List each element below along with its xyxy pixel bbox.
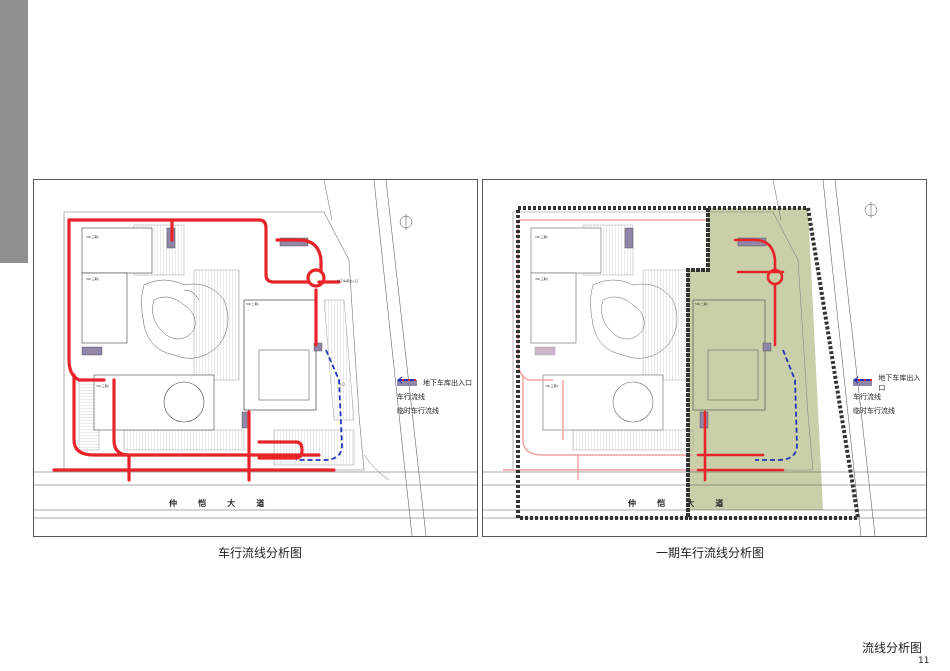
site-plan-vehicle-flow: 2#(三期) 3#(三期) 5#(二期) 1#(三期) 地下车库出入口 入口 仲… — [33, 179, 478, 537]
temporary-line-swatch — [853, 376, 872, 384]
legend-item-temporary: 临时车行流线 — [397, 376, 472, 418]
side-accent-bar — [0, 0, 28, 263]
svg-text:1#(三期): 1#(三期) — [545, 383, 558, 388]
site-plan-phase1-drawing: 2#(三期) 3#(三期) 5#(二期) 1#(三期) — [483, 180, 926, 536]
svg-text:3#(三期): 3#(三期) — [86, 276, 99, 281]
legend-item-garage: 地下车库出入口 — [397, 376, 472, 390]
svg-text:2#(三期): 2#(三期) — [86, 234, 99, 239]
legend-label: 车行流线 — [853, 393, 881, 401]
legend-label: 临时车行流线 — [853, 407, 895, 415]
legend-item-vehicle: 车行流线 — [397, 376, 472, 404]
legend-left: 地下车库出入口 车行流线 临时车行流线 — [397, 376, 472, 418]
legend-item-garage: 地下车库出入口 — [853, 374, 926, 392]
road-char: 道 — [256, 499, 267, 508]
page-title: 流线分析图 — [862, 641, 923, 655]
road-name-left: 仲 恺 大 道 — [169, 498, 266, 509]
svg-text:5#(二期): 5#(二期) — [695, 301, 708, 306]
road-char: 仲 — [169, 499, 179, 508]
legend-label: 地下车库出入口 — [423, 379, 472, 387]
road-char: 大 — [227, 499, 238, 508]
caption-phase1-vehicle-flow: 一期车行流线分析图 — [655, 546, 764, 560]
svg-text:地下车库出入口: 地下车库出入口 — [337, 278, 358, 283]
road-char: 仲 — [628, 499, 638, 508]
road-char: 大 — [686, 499, 697, 508]
svg-text:5#(二期): 5#(二期) — [246, 301, 259, 306]
road-char: 恺 — [657, 499, 668, 508]
legend-right: 地下车库出入口 车行流线 临时车行流线 — [853, 374, 926, 418]
caption-vehicle-flow: 车行流线分析图 — [217, 546, 302, 560]
legend-label: 临时车行流线 — [397, 407, 439, 415]
legend-label: 车行流线 — [397, 393, 425, 401]
legend-item-temporary: 临时车行流线 — [853, 376, 926, 418]
legend-label: 地下车库出入口 — [878, 374, 921, 392]
svg-text:3#(三期): 3#(三期) — [535, 276, 548, 281]
garage-swatch — [853, 380, 873, 386]
svg-text:入口: 入口 — [339, 382, 345, 386]
road-name-right: 仲 恺 大 道 — [628, 498, 725, 509]
svg-text:2#(三期): 2#(三期) — [535, 234, 548, 239]
svg-text:1#(三期): 1#(三期) — [96, 383, 109, 388]
site-plan-phase1-vehicle-flow: 2#(三期) 3#(三期) 5#(二期) 1#(三期) 仲 恺 大 道 地下车库… — [482, 179, 927, 537]
road-char: 道 — [715, 499, 726, 508]
garage-swatch — [397, 380, 417, 386]
site-plan-drawing: 2#(三期) 3#(三期) 5#(二期) 1#(三期) 地下车库出入口 入口 — [34, 180, 477, 536]
road-char: 恺 — [198, 499, 209, 508]
temporary-line-swatch — [397, 376, 416, 384]
page-number: 11 — [918, 656, 930, 666]
